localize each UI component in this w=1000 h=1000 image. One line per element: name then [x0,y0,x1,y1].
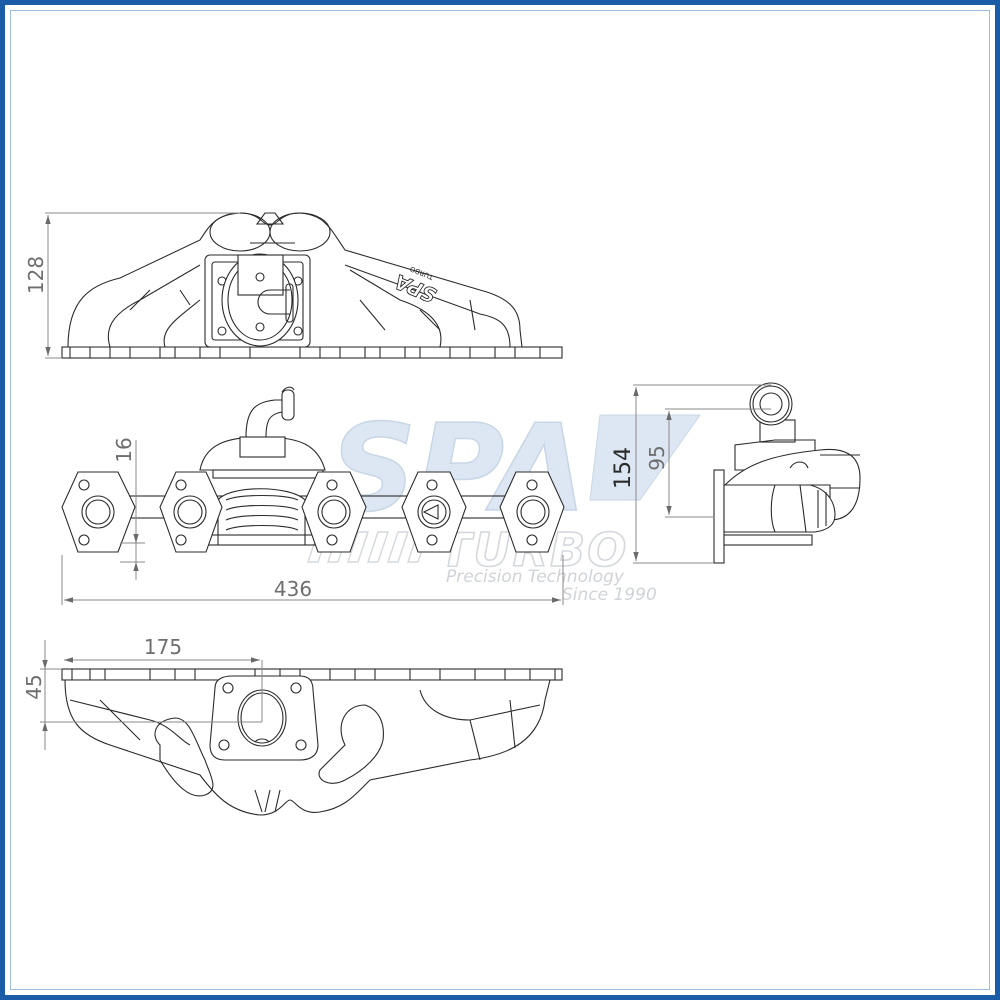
dim-side-height: 154 [611,447,636,489]
bottom-view: 175 45 [22,635,563,816]
bottom-view-base-flange [61,668,563,681]
frame-inner-border [10,10,990,990]
watermark-tagline: Precision Technology [446,567,625,587]
dim-front-length: 436 [274,577,312,601]
top-view: SPA TURBO 128 [24,212,563,359]
top-view-base-flange [61,346,563,359]
dim-side-center: 95 [645,445,669,470]
dim-bottom-offset: 175 [144,635,182,659]
front-view-port-flanges [61,471,565,553]
side-view-outlet [749,382,793,426]
front-view: 16 436 [61,386,565,605]
dim-front-offset: 16 [112,437,136,462]
side-view: 154 95 [611,382,861,564]
watermark-since: Since 1990 [562,585,657,605]
side-view-head-flange [713,469,725,564]
dim-bottom-depth: 45 [22,674,46,699]
dim-top-height: 128 [24,256,48,294]
watermark-stripes [307,531,429,563]
